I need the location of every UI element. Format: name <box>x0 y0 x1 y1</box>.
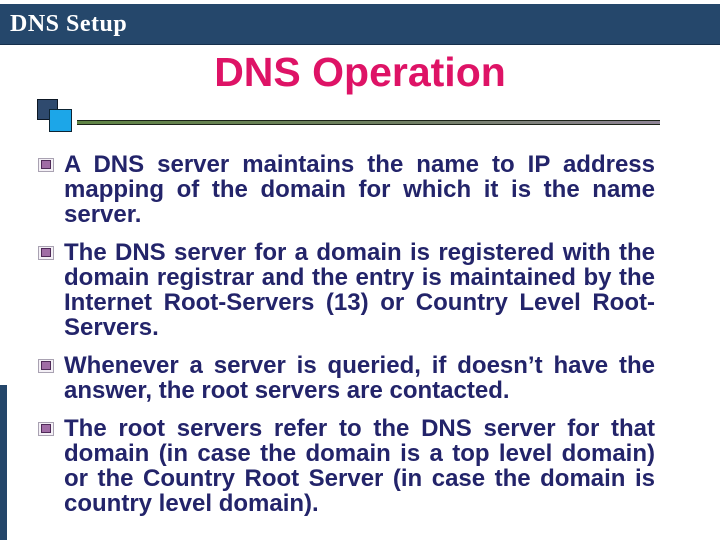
slide-header-bar: DNS Setup <box>0 4 720 45</box>
list-item: Whenever a server is queried, if doesn’t… <box>38 353 655 403</box>
bullet-text: The root servers refer to the DNS server… <box>64 415 655 517</box>
bullet-text: Whenever a server is queried, if doesn’t… <box>64 352 655 404</box>
bullet-text: The DNS server for a domain is registere… <box>64 239 655 341</box>
bullet-text: A DNS server maintains the name to IP ad… <box>64 151 655 228</box>
list-item: The DNS server for a domain is registere… <box>38 240 655 340</box>
square-bullet-icon <box>38 421 54 436</box>
square-bullet-icon <box>38 157 54 172</box>
bullet-list: A DNS server maintains the name to IP ad… <box>38 152 655 529</box>
square-bullet-icon <box>38 245 54 260</box>
square-bullet-icon <box>38 358 54 373</box>
decor-blue-square-icon <box>49 109 72 132</box>
list-item: The root servers refer to the DNS server… <box>38 416 655 516</box>
header-title: DNS Setup <box>10 10 128 37</box>
list-item: A DNS server maintains the name to IP ad… <box>38 152 655 227</box>
title-divider-line <box>77 120 660 125</box>
bottom-left-accent-bar <box>0 385 7 540</box>
page-title: DNS Operation <box>214 49 506 95</box>
